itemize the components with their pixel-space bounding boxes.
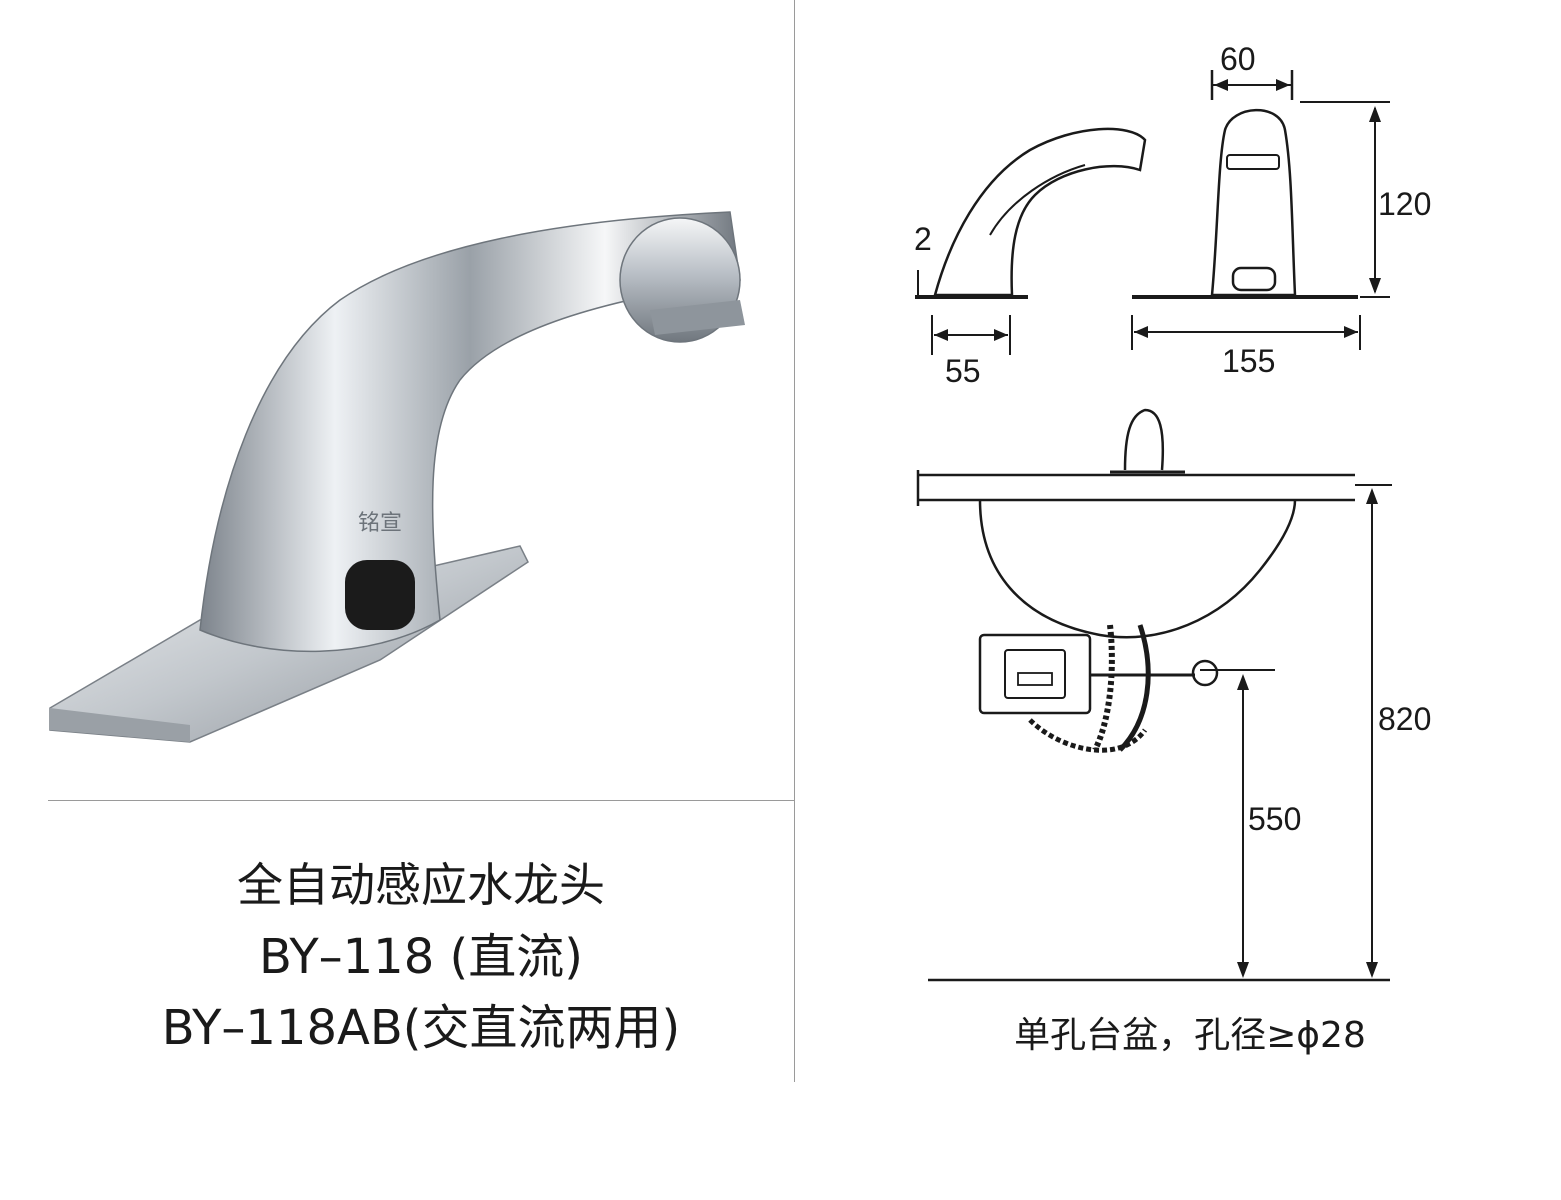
dim-width-top: 60 bbox=[1220, 41, 1256, 77]
vertical-divider bbox=[794, 0, 795, 1082]
logo-text: 铭宣 bbox=[358, 511, 402, 536]
side-view-outline bbox=[933, 127, 1147, 297]
basin-bowl bbox=[978, 499, 1297, 639]
model-number-2: BY–118AB(交直流两用) bbox=[161, 1000, 681, 1056]
dim-total-height: 820 bbox=[1378, 701, 1431, 737]
dim-side-depth: 55 bbox=[945, 353, 981, 389]
dim-outlet-height: 550 bbox=[1248, 801, 1301, 837]
product-title: 全自动感应水龙头 bbox=[237, 858, 605, 912]
model-number-1: BY–118 (直流) bbox=[259, 929, 583, 985]
dimension-drawing: 60 120 2 55 155 820 550 bbox=[914, 41, 1431, 982]
control-box bbox=[978, 633, 1092, 715]
basin-note: 单孔台盆，孔径≥ϕ28 bbox=[1014, 1015, 1366, 1056]
front-view-outline bbox=[1210, 108, 1297, 297]
dim-plate-thickness: 2 bbox=[914, 221, 932, 257]
dim-height-top: 120 bbox=[1378, 186, 1431, 222]
horizontal-divider bbox=[48, 800, 794, 801]
faucet-product-image: 铭宣 bbox=[49, 211, 745, 743]
dim-plate-width: 155 bbox=[1222, 343, 1275, 379]
